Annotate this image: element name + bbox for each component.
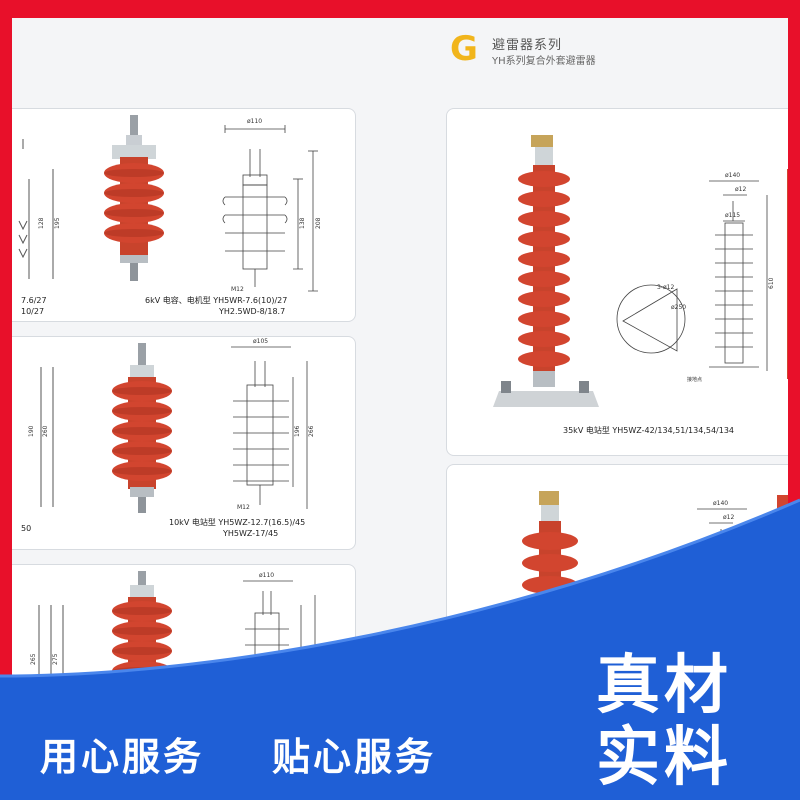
svg-text:610: 610 (768, 277, 775, 289)
headline-real-stuff: 实料 (596, 721, 732, 795)
arrester-photo-35kv-partial (787, 169, 788, 379)
tech-drawing-35kv (616, 180, 768, 371)
arrester-drawing-10kv: 190 260 (28, 338, 315, 513)
arrester-photo-10kv (112, 343, 172, 513)
svg-text:ø12: ø12 (735, 186, 746, 193)
svg-text:ø140: ø140 (725, 172, 740, 179)
svg-text:196: 196 (294, 425, 301, 437)
svg-text:ø140: ø140 (713, 500, 728, 507)
catalog-sheet: G 避雷器系列 YH系列复合外套避雷器 128 195 (12, 18, 788, 800)
tech-drawing-10kv (231, 346, 308, 509)
caption-6kv: 6kV 电容、电机型 YH5WR-7.6(10)/27 YH2.5WD-8/18… (145, 296, 288, 316)
arrester-photo-35kv (493, 135, 599, 407)
brand-logo-icon: G (450, 30, 478, 66)
caption-10kv-left: 50 (21, 524, 32, 533)
svg-text:G: G (450, 30, 478, 66)
tech-drawing-6kv (222, 125, 318, 292)
arrester-drawing-6kv: 128 195 (18, 115, 322, 293)
slogan-attentive-service: 用心服务 (40, 735, 205, 779)
svg-text:138: 138 (299, 217, 306, 229)
svg-text:190: 190 (28, 425, 35, 437)
brand-subtitle: YH系列复合外套避雷器 (492, 56, 596, 67)
tech-drawing-5 (697, 508, 747, 556)
arrester-drawing-35kv: ø140 ø12 ø115 3-ø12 ø250 610 接地点 (493, 135, 788, 407)
product-panel-35kv: ø140 ø12 ø115 3-ø12 ø250 610 接地点 35kV 电站… (446, 108, 788, 456)
svg-text:265: 265 (30, 653, 37, 665)
svg-text:ø12: ø12 (723, 514, 734, 521)
svg-text:ø110: ø110 (247, 118, 262, 125)
svg-text:208: 208 (315, 217, 322, 229)
headline-genuine-materials: 真材 (596, 649, 732, 723)
svg-text:ø250: ø250 (671, 304, 686, 311)
svg-text:300: 300 (302, 653, 309, 665)
svg-text:ø110: ø110 (259, 572, 274, 579)
tech-drawing-3 (243, 580, 316, 705)
caption-6kv-left: 7.6/27 10/27 (21, 296, 47, 316)
svg-text:195: 195 (54, 217, 61, 229)
product-panel-10kv: 190 260 (12, 336, 356, 550)
svg-text:ø115: ø115 (725, 212, 740, 219)
arrester-photo-6kv (104, 115, 164, 281)
product-panel-6kv: 128 195 (12, 108, 356, 322)
caption-35kv: 35kV 电站型 YH5WZ-42/134,51/134,54/134 (563, 426, 735, 435)
svg-text:128: 128 (38, 217, 45, 229)
arrester-photo-3 (112, 571, 172, 707)
svg-text:275: 275 (52, 653, 59, 665)
svg-text:360: 360 (316, 653, 323, 665)
svg-text:接地点: 接地点 (687, 376, 702, 383)
caption-10kv: 10kV 电站型 YH5WZ-12.7(16.5)/45 YH5WZ-17/45 (169, 518, 306, 538)
svg-text:M12: M12 (237, 504, 250, 511)
svg-text:260: 260 (42, 425, 49, 437)
svg-text:266: 266 (308, 425, 315, 437)
slogan-considerate-service: 贴心服务 (272, 735, 437, 779)
svg-text:3-ø12: 3-ø12 (657, 284, 674, 291)
arrester-photo-5 (522, 491, 578, 721)
svg-text:ø11: ø11 (709, 560, 720, 567)
brand-title: 避雷器系列 (492, 38, 563, 53)
svg-text:ø105: ø105 (253, 338, 268, 345)
svg-text:M12: M12 (231, 286, 244, 293)
